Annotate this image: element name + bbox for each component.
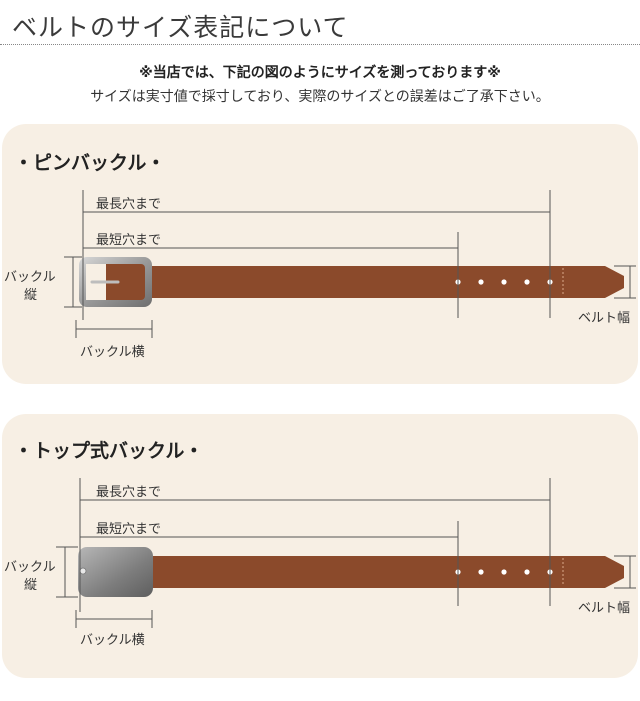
max-length-label: 最長穴まで	[96, 197, 161, 212]
belt-width-label: ベルト幅	[578, 311, 630, 326]
buckle-width-label-2: バックル横	[80, 633, 145, 648]
buckle-height-label-2: 縦	[24, 288, 37, 303]
belt-strap-2	[150, 556, 565, 588]
buckle-height-label-2b: 縦	[24, 578, 37, 593]
top-buckle-panel	[2, 414, 638, 678]
measurement-note: ※当店では、下記の図のようにサイズを測っております※	[139, 65, 501, 81]
buckle-height-dimension-2	[56, 546, 78, 598]
belt-tip	[565, 266, 624, 298]
buckle-height-label-2a: バックル	[4, 560, 56, 575]
belt-width-label-2: ベルト幅	[578, 601, 630, 616]
min-length-label-2: 最短穴まで	[96, 522, 161, 537]
pin-buckle-icon	[79, 257, 152, 307]
min-length-dimension	[83, 232, 459, 318]
belt-strap	[120, 266, 565, 298]
title-divider	[0, 44, 640, 45]
max-length-label-2: 最長穴まで	[96, 485, 161, 500]
tolerance-note: サイズは実寸値で採寸しており、実際のサイズとの誤差はご了承下さい。	[90, 89, 550, 105]
buckle-height-dimension	[64, 256, 82, 308]
belt-tip-2	[565, 556, 624, 588]
max-length-dimension-2	[79, 478, 551, 612]
top-buckle-heading: ・トップ式バックル・	[14, 440, 204, 462]
page-title: ベルトのサイズ表記について	[12, 13, 349, 42]
top-buckle-icon	[78, 547, 153, 597]
top-buckle-diagram: 最長穴まで 最短穴まで バックル 縦 バックル横 ベルト幅	[4, 478, 636, 648]
pin-buckle-panel	[2, 124, 638, 384]
pin-buckle-heading: ・ピンバックル・	[14, 152, 166, 174]
buckle-width-dimension	[75, 320, 153, 338]
min-length-label: 最短穴まで	[96, 233, 161, 248]
buckle-height-label: バックル	[4, 270, 56, 285]
buckle-width-dimension-2	[75, 610, 153, 628]
min-length-dimension-2	[80, 521, 459, 606]
buckle-width-label: バックル横	[80, 345, 145, 360]
belt-width-dimension	[614, 265, 636, 299]
max-length-dimension	[82, 190, 551, 320]
pin-buckle-diagram: 最長穴まで 最短穴まで バックル 縦 バックル横 ベルト幅	[4, 190, 636, 360]
belt-width-dimension-2	[614, 555, 636, 589]
